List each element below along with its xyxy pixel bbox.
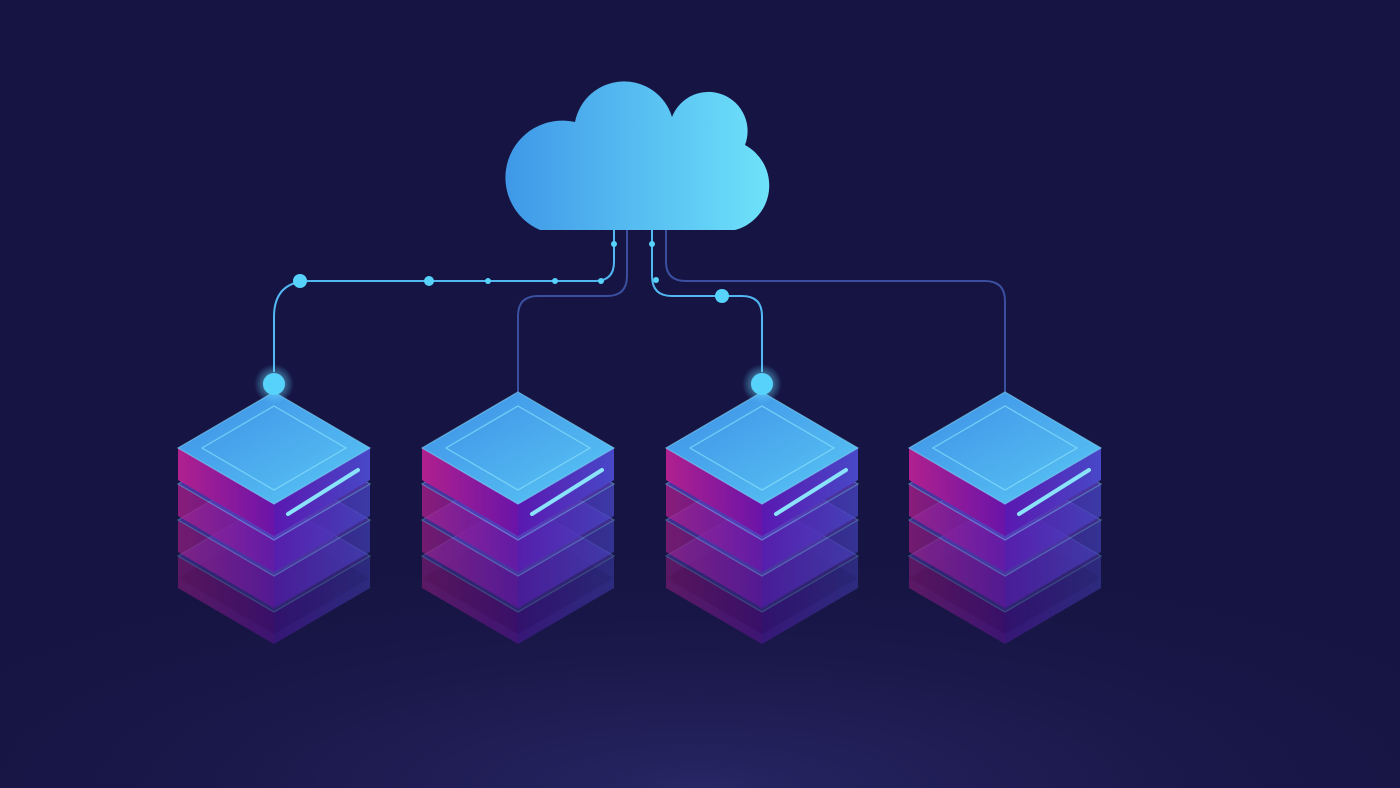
server-stack-icon — [664, 391, 860, 644]
wire-server-3 — [651, 230, 763, 372]
connection-node-icon — [263, 373, 285, 395]
server-stack-icon — [907, 391, 1103, 644]
wire-server-2 — [517, 230, 628, 392]
connection-node-icon — [598, 278, 604, 284]
server-connection-nodes — [254, 364, 782, 404]
connection-node-icon — [424, 276, 434, 286]
wire-server-4 — [665, 230, 1006, 392]
wire-nodes — [293, 241, 729, 303]
connection-node-icon — [293, 274, 307, 288]
server-stack-icon — [420, 391, 616, 644]
connection-node-icon — [611, 241, 617, 247]
connection-node-icon — [715, 289, 729, 303]
connection-node-icon — [552, 278, 558, 284]
wire-server-1 — [273, 230, 615, 372]
connection-node-icon — [653, 277, 659, 283]
cloud-icon — [505, 81, 770, 230]
connection-wires — [273, 230, 1006, 392]
server-stack-icon — [176, 391, 372, 644]
connection-node-icon — [751, 373, 773, 395]
connection-node-icon — [485, 278, 491, 284]
connection-node-icon — [649, 241, 655, 247]
